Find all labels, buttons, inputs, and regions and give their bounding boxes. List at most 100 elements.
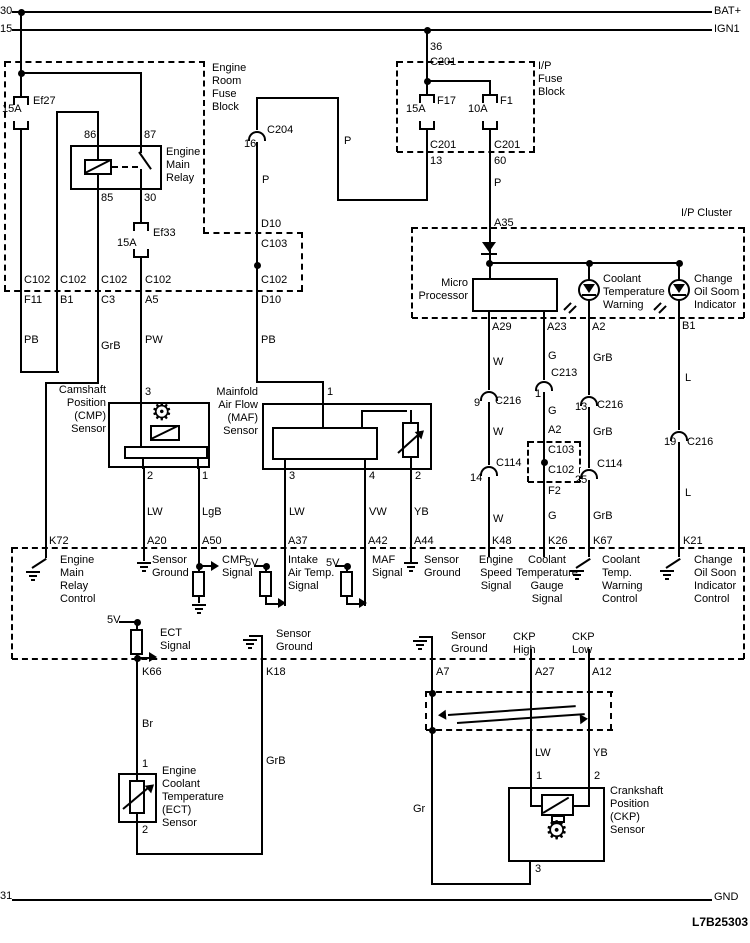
wire [256,97,339,99]
label: 85 [101,192,114,204]
ecm-border [12,658,744,660]
label: L [685,487,692,499]
label: Sensor Ground [276,628,313,653]
label: D10 [261,294,282,306]
wire [322,381,324,429]
label: K21 [683,535,703,547]
wire [346,603,360,605]
label: Sensor Ground [451,630,488,655]
label: Coolant Temp. Warning Control [602,554,643,605]
fuse-ef33 [133,222,149,258]
ground-symbol [404,562,418,573]
label: MAF Signal [372,554,403,579]
label: C216 [597,399,624,411]
wire [256,97,258,383]
junction-dot [263,563,270,570]
label: 5V [107,614,121,626]
relay-coil-link [112,166,138,168]
wire [97,145,99,160]
triangle-symbol [673,284,685,293]
label: 87 [144,129,157,141]
label: 4 [369,470,376,482]
label: G [548,510,557,522]
wire [142,459,144,469]
label: VW [369,506,387,518]
ground-symbol [570,570,584,581]
wire [678,262,680,557]
label: P [344,135,352,147]
wire [136,657,138,775]
wire [136,853,263,855]
wire [20,11,22,373]
shield-box [425,691,427,730]
fuse-ef27 [13,96,29,130]
label: C102 [24,274,51,286]
maf-sensor-box [262,403,432,470]
label: 15A [406,103,426,115]
gear-icon: ⚙ [545,816,569,846]
label: A35 [494,217,514,229]
wire [530,805,543,807]
wire [431,636,433,885]
label: L [685,372,692,384]
arrow-symbol [278,598,286,608]
doc-number: L7B25303 [692,915,749,929]
label: Sensor Ground [424,554,461,579]
wire [543,312,545,557]
label: GrB [593,510,613,522]
label: F17 [437,95,456,107]
ecm-k72-label: Engine Main Relay Control [60,554,96,605]
wire [265,603,279,605]
wire [337,97,339,201]
component-box [272,427,378,460]
label: 5V [326,557,340,569]
label: C201 [430,139,457,151]
wire [361,410,407,412]
wire [672,294,686,296]
wire [20,371,59,373]
ground-symbol [660,570,674,581]
label: 2 [147,470,154,482]
relay-label: Engine Main Relay [166,146,201,184]
ground-symbol [192,604,206,615]
coolant-warning-label: Coolant Temperature Warning [603,273,665,311]
label: A5 [145,294,159,306]
shield-box [426,729,613,731]
label: CKP High [513,631,536,656]
wire [136,773,138,782]
label: C102 [548,464,575,476]
diagonal-line [568,305,577,314]
wire [488,547,490,557]
label: LW [535,747,551,759]
wire [249,635,262,637]
label: 1 [535,388,542,400]
bat-rail [12,11,712,13]
c102-connector-line [4,290,303,292]
engine-room-fuse-block-border [203,232,303,234]
junction-dot [424,27,431,34]
label: CMP Signal [222,554,253,579]
fuse-f17 [419,94,435,130]
label: C103 [261,238,288,250]
label: 5V [245,557,259,569]
label: A50 [202,535,222,547]
label: A27 [535,666,555,678]
label: LW [289,506,305,518]
connector-c114-14 [480,465,498,477]
wire [45,382,47,548]
label: W [493,513,504,525]
ip-cluster-border [743,227,745,318]
c103-c102-box [527,441,529,482]
label: Coolant Temperature Gauge Signal [516,554,578,605]
wire [572,805,590,807]
wire [588,262,590,557]
label: YB [593,747,608,759]
ground-symbol [26,571,40,582]
wire [20,72,142,74]
wire [254,565,266,567]
c103-c102-box [579,441,581,482]
label: Change Oil Soon Indicator Control [694,554,737,605]
junction-dot [18,70,25,77]
wire [529,860,531,885]
